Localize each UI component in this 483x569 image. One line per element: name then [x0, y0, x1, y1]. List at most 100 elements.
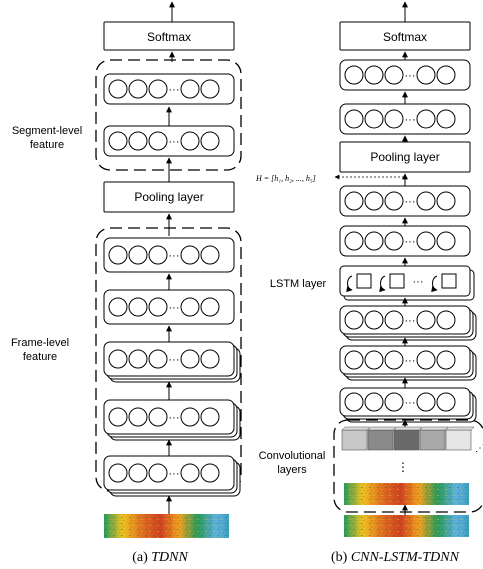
neuron-ellipsis: ···: [169, 468, 180, 480]
neuron-ellipsis: ···: [405, 196, 416, 208]
cnn-spectrogram-1: [344, 515, 469, 537]
cnn-dense-layer-2: ···: [340, 60, 470, 90]
neuron-node: [149, 350, 167, 368]
neuron-node: [181, 350, 199, 368]
neuron-ellipsis: ···: [405, 236, 416, 248]
segment-level-label-line2: feature: [30, 139, 64, 151]
neuron-node: [345, 311, 363, 329]
conv-feature-map: [342, 430, 367, 450]
tdnn-pooling-block: Pooling layer: [104, 182, 234, 212]
neuron-ellipsis: ···: [169, 136, 180, 148]
neuron-node: [345, 66, 363, 84]
neuron-ellipsis: ···: [169, 412, 180, 424]
neuron-node: [385, 232, 403, 250]
neuron-node: [129, 246, 147, 264]
neuron-node: [345, 393, 363, 411]
neuron-node: [129, 464, 147, 482]
neuron-ellipsis: ···: [405, 397, 416, 409]
neuron-node: [201, 464, 219, 482]
neuron-node: [365, 393, 383, 411]
lstm-ellipsis: ···: [413, 276, 424, 288]
conv-ellipsis-right: ⋰: [475, 443, 483, 454]
neuron-node: [385, 110, 403, 128]
cnn-caption: (b) CNN-LSTM-TDNN: [331, 550, 460, 565]
neuron-node: [201, 246, 219, 264]
neuron-node: [437, 232, 455, 250]
neuron-node: [417, 311, 435, 329]
cnn-softmax-block: Softmax: [340, 22, 470, 50]
neuron-node: [149, 132, 167, 150]
neuron-ellipsis: ···: [405, 315, 416, 327]
neuron-ellipsis: ···: [405, 114, 416, 126]
neuron-node: [129, 80, 147, 98]
neuron-ellipsis: ···: [169, 84, 180, 96]
frame-layer-3: ···: [104, 342, 240, 382]
neuron-node: [437, 311, 455, 329]
tdnn-caption: (a) TDNN: [132, 550, 188, 565]
neuron-node: [437, 393, 455, 411]
neuron-node: [417, 66, 435, 84]
frame-layer-2: ···: [104, 400, 240, 440]
neuron-ellipsis: ···: [405, 70, 416, 82]
tdnn-softmax-block: Softmax: [104, 22, 234, 50]
neuron-node: [365, 66, 383, 84]
neuron-ellipsis: ···: [169, 354, 180, 366]
cnn-frame-layer-1: ···: [340, 388, 476, 422]
neuron-node: [201, 80, 219, 98]
neuron-node: [345, 192, 363, 210]
neuron-node: [149, 80, 167, 98]
neuron-node: [417, 110, 435, 128]
neuron-node: [385, 66, 403, 84]
cnn-tdnn-layer-2: ···: [340, 186, 470, 216]
cnn-softmax-label: Softmax: [383, 30, 427, 44]
lstm-layer: ···: [340, 266, 474, 300]
frame-layer-5: ···: [104, 238, 234, 272]
neuron-node: [109, 298, 127, 316]
neuron-node: [109, 80, 127, 98]
neuron-node: [365, 192, 383, 210]
neuron-node: [201, 298, 219, 316]
cnn-frame-layer-3: ···: [340, 306, 476, 340]
neuron-node: [109, 350, 127, 368]
neuron-node: [417, 232, 435, 250]
segment-level-label-line1: Segment-level: [12, 125, 82, 137]
cnn-lstm-tdnn-diagram: Softmax ··· ··· Pooling layer H = [h₁, h…: [255, 2, 483, 565]
neuron-node: [201, 350, 219, 368]
cnn-frame-layer-2: ···: [340, 346, 476, 380]
conv-feature-map: [368, 430, 393, 450]
tdnn-spectrogram: [104, 514, 229, 538]
neuron-node: [201, 408, 219, 426]
neuron-node: [109, 246, 127, 264]
frame-level-label-line1: Frame-level: [11, 337, 69, 349]
neuron-node: [129, 132, 147, 150]
neuron-node: [385, 351, 403, 369]
tdnn-diagram: Softmax ··· ··· Segment-level feature Po…: [11, 2, 241, 565]
neuron-node: [149, 298, 167, 316]
neuron-ellipsis: ···: [405, 355, 416, 367]
neuron-node: [385, 393, 403, 411]
neuron-node: [437, 192, 455, 210]
neuron-node: [345, 110, 363, 128]
neuron-node: [181, 132, 199, 150]
tdnn-pooling-label: Pooling layer: [134, 190, 203, 204]
cnn-dense-layer-1: ···: [340, 104, 470, 134]
neuron-node: [181, 298, 199, 316]
neuron-node: [385, 192, 403, 210]
neuron-ellipsis: ···: [169, 302, 180, 314]
conv-feature-map: [446, 430, 471, 450]
neuron-node: [109, 408, 127, 426]
neuron-node: [345, 232, 363, 250]
conv-feature-map: [394, 430, 419, 450]
lstm-layer-label: LSTM layer: [270, 278, 327, 290]
neuron-node: [345, 351, 363, 369]
neuron-node: [437, 66, 455, 84]
neuron-ellipsis: ···: [169, 250, 180, 262]
neuron-node: [437, 351, 455, 369]
neuron-node: [365, 311, 383, 329]
frame-layer-4: ···: [104, 290, 234, 324]
neuron-node: [109, 132, 127, 150]
conv-dots: ⋮: [397, 460, 409, 474]
neuron-node: [149, 246, 167, 264]
cnn-pooling-label: Pooling layer: [370, 150, 439, 164]
